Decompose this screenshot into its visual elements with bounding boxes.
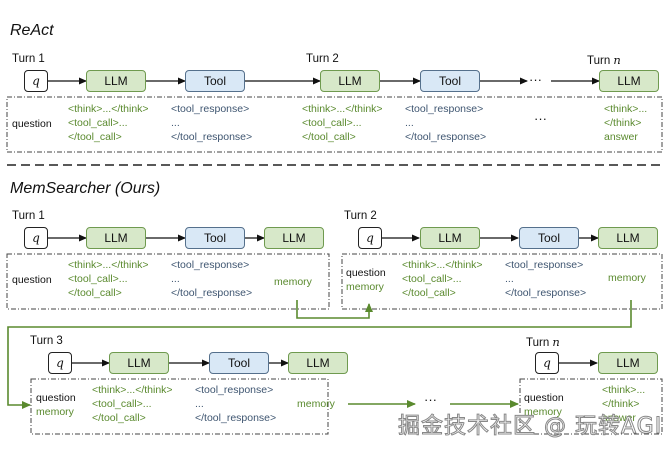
mem-llm-node-2a: LLM — [420, 227, 480, 249]
mem-ctx1-tool-block: <tool_response> ... </tool_response> — [171, 259, 253, 299]
react-llm-node-n: LLM — [599, 70, 659, 92]
mem-ctx2-memory-out: memory — [608, 272, 646, 284]
mem-question-node-2: q — [358, 227, 382, 249]
react-ctx-tool-block-2: <tool_response> ... </tool_response> — [405, 103, 487, 143]
mem-context-box-3 — [30, 378, 329, 435]
mem-context-box-1 — [6, 253, 330, 310]
mem-ctxn-memory: memory — [524, 406, 562, 418]
react-ellipsis-node: ··· — [529, 72, 542, 87]
mem-turn-n-label: Turn n — [526, 335, 560, 349]
mem-ctx3-think-block: <think>...</think> <tool_call>... </tool… — [92, 384, 173, 424]
mem-tool-node-2: Tool — [519, 227, 579, 249]
mem-ctx1-think-block: <think>...</think> <tool_call>... </tool… — [68, 259, 149, 299]
mem-context-box-n — [519, 378, 663, 435]
mem-llm-node-2b: LLM — [598, 227, 658, 249]
react-turn-2-label: Turn 2 — [306, 53, 339, 65]
mem-ctx2-tool-block: <tool_response> ... </tool_response> — [505, 259, 587, 299]
mem-tool-node-1: Tool — [185, 227, 245, 249]
mem-ctxn-question: question — [524, 392, 564, 404]
mem-ctx3-tool-block: <tool_response> ... </tool_response> — [195, 384, 277, 424]
mem-ctx2-think-block: <think>...</think> <tool_call>... </tool… — [402, 259, 483, 299]
react-ctx-ellipsis: ··· — [534, 111, 547, 126]
mem-ctx3-memory-out: memory — [297, 398, 335, 410]
mem-llm-node-1b: LLM — [264, 227, 324, 249]
react-ctx-tool-block-1: <tool_response> ... </tool_response> — [171, 103, 253, 143]
react-ctx-think-block-2: <think>...</think> <tool_call>... </tool… — [302, 103, 383, 143]
mem-question-node-3: q — [48, 352, 72, 374]
mem-turn-1-label: Turn 1 — [12, 210, 45, 222]
mem-turn-2-label: Turn 2 — [344, 210, 377, 222]
mem-llm-node-3a: LLM — [109, 352, 169, 374]
react-context-box — [6, 96, 663, 153]
mem-llm-node-1a: LLM — [86, 227, 146, 249]
mem-ctxn-final-block: <think>... </think> answer — [602, 384, 646, 424]
memory-arrow-1-to-2 — [296, 300, 373, 319]
react-ctx-think-block-1: <think>...</think> <tool_call>... </tool… — [68, 103, 149, 143]
mem-question-node-n: q — [535, 352, 559, 374]
mem-tool-node-3: Tool — [209, 352, 269, 374]
react-tool-node-2: Tool — [420, 70, 480, 92]
react-turn-n-label: Turn n — [587, 53, 621, 67]
mem-context-box-2 — [341, 253, 663, 310]
react-ctx-final-block: <think>... </think> answer — [604, 103, 648, 143]
mem-llm-node-n: LLM — [598, 352, 658, 374]
react-tool-node-1: Tool — [185, 70, 245, 92]
react-llm-node-1: LLM — [86, 70, 146, 92]
mem-ctx3-memory-in: memory — [36, 406, 74, 418]
react-turn-1-label: Turn 1 — [12, 53, 45, 65]
mem-ctx2-question: question — [346, 267, 386, 279]
react-title: ReAct — [10, 22, 54, 39]
memsearcher-title: MemSearcher (Ours) — [10, 180, 161, 197]
mem-ctx1-memory: memory — [274, 276, 312, 288]
react-question-node-1: q — [24, 70, 48, 92]
memory-arrow-2-to-3 — [7, 300, 632, 409]
mem-turn-3-label: Turn 3 — [30, 335, 63, 347]
react-ctx-question: question — [12, 118, 52, 130]
mem-llm-node-3b: LLM — [288, 352, 348, 374]
mem-ellipsis: ··· — [424, 392, 437, 407]
mem-ctx3-question: question — [36, 392, 76, 404]
mem-ctx2-memory-in: memory — [346, 281, 384, 293]
mem-ctx1-question: question — [12, 274, 52, 286]
mem-question-node-1: q — [24, 227, 48, 249]
react-llm-node-2: LLM — [320, 70, 380, 92]
watermark: 掘金技术社区 @ 玩转AGI — [397, 414, 663, 440]
